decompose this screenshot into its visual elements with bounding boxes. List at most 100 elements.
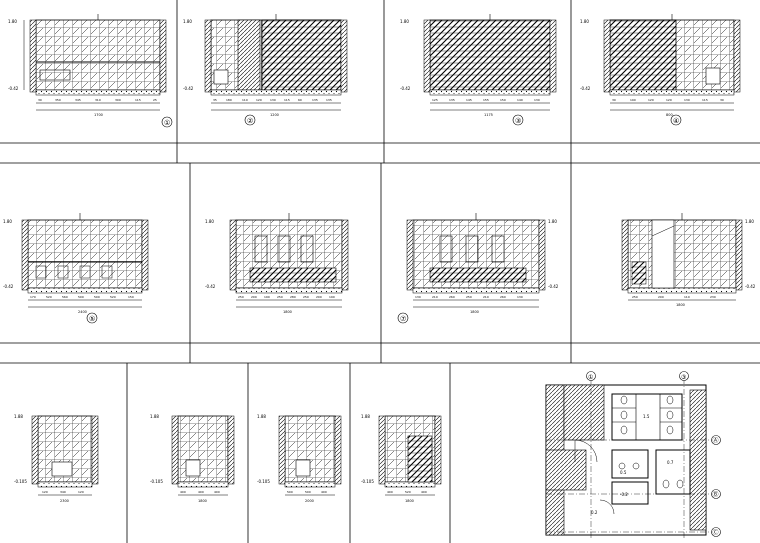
section-callout: ③ bbox=[515, 117, 521, 125]
level-top: 1.88 bbox=[14, 414, 23, 419]
dim-1: 30 bbox=[612, 98, 616, 102]
dim-7: 200 bbox=[316, 295, 322, 299]
room-level-4: 0.2 bbox=[591, 510, 598, 515]
level-top: 1.80 bbox=[3, 219, 12, 224]
section-callout: ② bbox=[247, 117, 253, 125]
elevation-e5: 1.80 -0.42 2400 170 520 560 500 500 520 … bbox=[3, 213, 149, 324]
level-top: 1.88 bbox=[257, 414, 266, 419]
grid-bubble-e: Ⓒ bbox=[713, 529, 719, 537]
dim-total: 1800 bbox=[676, 303, 685, 307]
dim-5: 280 bbox=[290, 295, 296, 299]
dim-4: 120 bbox=[256, 98, 262, 102]
dim-2: 520 bbox=[46, 295, 52, 299]
dim-total: 1200 bbox=[270, 113, 279, 117]
dim-3: 120 bbox=[648, 98, 654, 102]
dim-3: 560 bbox=[62, 295, 68, 299]
dim-total: 1700 bbox=[94, 113, 103, 117]
level-top: 1.80 bbox=[183, 19, 192, 24]
dim-3: 145 bbox=[466, 98, 472, 102]
dim-1: 125 bbox=[432, 98, 438, 102]
dim-6: 115 bbox=[284, 98, 290, 102]
dim-5: 500 bbox=[94, 295, 100, 299]
dim-6: 140 bbox=[517, 98, 523, 102]
dim-5: 300 bbox=[115, 98, 121, 102]
level-bottom: -0.42 bbox=[548, 284, 559, 289]
dim-7: 60 bbox=[298, 98, 302, 102]
floor-plan: 1.5 0.7 -0.2 0.2 0.5 ① ③ Ⓐ Ⓑ Ⓒ bbox=[545, 371, 721, 540]
elevation-e8: 1.80 -0.42 1800 250 200 110 230 bbox=[621, 213, 756, 307]
level-bottom: -0.42 bbox=[3, 284, 14, 289]
dim-total: 2400 bbox=[78, 310, 87, 314]
section-callout: ④ bbox=[673, 117, 679, 125]
level-bottom: -0.105 bbox=[257, 479, 270, 484]
dim-1: 400 bbox=[180, 490, 186, 494]
grid-bubble-d: Ⓑ bbox=[713, 491, 719, 499]
dim-1: 170 bbox=[30, 295, 36, 299]
elevation-e4: 1.80 -0.42 800 30 190 120 120 130 115 30… bbox=[580, 14, 741, 126]
dim-6: 520 bbox=[110, 295, 116, 299]
dim-2: 190 bbox=[630, 98, 636, 102]
level-top: 1.80 bbox=[400, 19, 409, 24]
elevation-e1: 1.80 -0.42 1700 30 350 345 310 300 115 2… bbox=[8, 14, 173, 128]
dim-1: 35 bbox=[213, 98, 217, 102]
dim-6: 250 bbox=[303, 295, 309, 299]
dim-5: 130 bbox=[270, 98, 276, 102]
dim-2: 400 bbox=[198, 490, 204, 494]
level-bottom: -0.42 bbox=[205, 284, 216, 289]
dim-4: 500 bbox=[78, 295, 84, 299]
elevation-e7: 1.80 -0.42 1800 130 210 260 250 210 260 … bbox=[397, 213, 559, 324]
dim-2: 500 bbox=[305, 490, 311, 494]
dim-total: 1800 bbox=[470, 310, 479, 314]
dim-1: 250 bbox=[238, 295, 244, 299]
level-top: 1.88 bbox=[150, 414, 159, 419]
level-bottom: -0.42 bbox=[183, 86, 194, 91]
level-top: 1.80 bbox=[205, 219, 214, 224]
grid-bubble-c: Ⓐ bbox=[713, 437, 719, 445]
dim-7: 130 bbox=[517, 295, 523, 299]
dim-1: 250 bbox=[632, 295, 638, 299]
level-bottom: -0.42 bbox=[745, 284, 756, 289]
dim-1: 130 bbox=[415, 295, 421, 299]
dim-total: 1800 bbox=[405, 499, 414, 503]
level-top: 1.80 bbox=[8, 19, 17, 24]
room-level-3: -0.2 bbox=[620, 492, 628, 497]
dim-3: 110 bbox=[242, 98, 248, 102]
dim-5: 150 bbox=[500, 98, 506, 102]
elevation-e9: 1.88 -0.105 2300 120 340 120 bbox=[14, 414, 99, 503]
elevation-e12: 1.88 -0.105 1800 400 520 400 bbox=[361, 414, 442, 503]
dim-2: 340 bbox=[60, 490, 66, 494]
dim-3: 120 bbox=[78, 490, 84, 494]
dim-1: 30 bbox=[38, 98, 42, 102]
dim-6: 260 bbox=[500, 295, 506, 299]
level-top: 1.80 bbox=[580, 19, 589, 24]
level-bottom: -0.105 bbox=[14, 479, 27, 484]
dim-8: 190 bbox=[329, 295, 335, 299]
room-level-5: 0.5 bbox=[620, 470, 627, 475]
dim-9: 135 bbox=[326, 98, 332, 102]
level-bottom: -0.42 bbox=[400, 86, 411, 91]
dim-8: 135 bbox=[312, 98, 318, 102]
elevation-e10: 1.88 -0.105 1800 400 400 400 bbox=[150, 414, 235, 503]
dim-2: 135 bbox=[449, 98, 455, 102]
grid-bubble-a: ① bbox=[588, 374, 593, 381]
dim-7: 30 bbox=[720, 98, 724, 102]
dim-2: 200 bbox=[658, 295, 664, 299]
dim-5: 210 bbox=[483, 295, 489, 299]
section-callout: ⑦ bbox=[400, 315, 406, 323]
level-bottom: -0.42 bbox=[8, 86, 19, 91]
dim-7: 150 bbox=[128, 295, 134, 299]
dim-total: 1800 bbox=[198, 499, 207, 503]
elevation-e6: 1.80 -0.42 1800 250 200 190 250 280 250 … bbox=[205, 213, 349, 314]
level-bottom: -0.105 bbox=[361, 479, 374, 484]
level-top: 1.88 bbox=[361, 414, 370, 419]
elevation-e11: 1.88 -0.105 2000 500 500 400 bbox=[257, 414, 342, 503]
dim-total: 800 bbox=[666, 113, 673, 117]
dim-3: 110 bbox=[684, 295, 690, 299]
dim-4: 310 bbox=[95, 98, 101, 102]
dim-2: 350 bbox=[55, 98, 61, 102]
dim-3: 260 bbox=[449, 295, 455, 299]
dim-total: 1175 bbox=[484, 113, 493, 117]
dim-3: 190 bbox=[264, 295, 270, 299]
